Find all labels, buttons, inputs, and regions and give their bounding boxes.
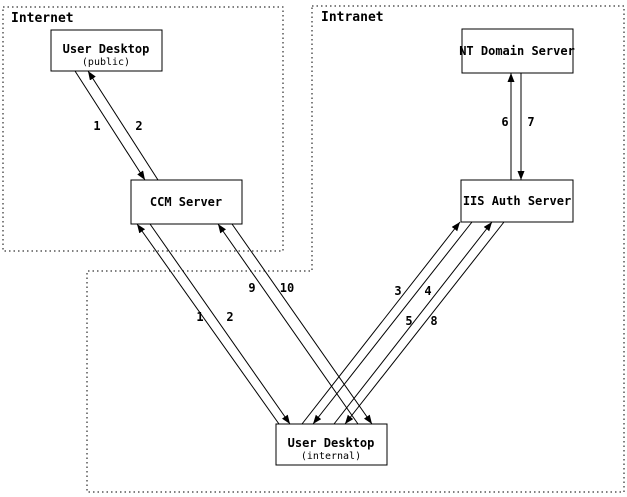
node-user-desktop-internal: User Desktop (internal) xyxy=(275,423,388,466)
edge-1-internal-to-ccm xyxy=(136,223,280,425)
edge-9-internal-to-ccm xyxy=(217,223,359,425)
internet-region-label: Internet xyxy=(11,11,74,26)
node-nt-domain-server: NT Domain Server xyxy=(459,28,575,74)
edge-label-9: 9 xyxy=(248,281,255,295)
node-user-desktop-public: User Desktop (public) xyxy=(50,29,163,72)
edge-5-internal-to-iis xyxy=(333,221,493,425)
user-desktop-public-title: User Desktop xyxy=(63,42,150,56)
edge-label-1-internal: 1 xyxy=(196,310,203,324)
edge-3-internal-to-iis xyxy=(301,221,461,425)
edge-2-ccm-to-internal xyxy=(149,223,291,425)
edge-label-1-public: 1 xyxy=(93,119,100,133)
ccm-server-title: CCM Server xyxy=(150,195,222,209)
nt-domain-server-title: NT Domain Server xyxy=(459,44,575,58)
edge-label-3: 3 xyxy=(394,284,401,298)
edge-8-iis-to-internal xyxy=(344,221,505,425)
edge-label-6: 6 xyxy=(501,115,508,129)
edge-label-4: 4 xyxy=(424,284,431,298)
edge-label-2-internal: 2 xyxy=(226,310,233,324)
edge-label-8: 8 xyxy=(430,314,437,328)
user-desktop-internal-subtitle: (internal) xyxy=(301,451,361,462)
user-desktop-internal-title: User Desktop xyxy=(288,436,375,450)
user-desktop-public-box xyxy=(50,29,163,72)
iis-auth-server-box xyxy=(460,179,574,223)
node-iis-auth-server: IIS Auth Server xyxy=(460,179,574,223)
user-desktop-internal-box xyxy=(275,423,388,466)
edge-4-iis-to-internal xyxy=(312,221,473,425)
edge-10-ccm-to-internal xyxy=(231,223,373,425)
edge-1-public-to-ccm xyxy=(74,70,146,181)
internet-region-outline xyxy=(2,6,284,252)
user-desktop-public-subtitle: (public) xyxy=(82,57,130,68)
edge-2-ccm-to-public xyxy=(87,70,159,181)
intranet-region-label: Intranet xyxy=(321,10,384,25)
edge-label-7: 7 xyxy=(527,115,534,129)
iis-auth-server-title: IIS Auth Server xyxy=(463,194,571,208)
edge-label-10: 10 xyxy=(280,281,294,295)
edge-label-5: 5 xyxy=(405,314,412,328)
edge-label-2-public: 2 xyxy=(135,119,142,133)
node-ccm-server: CCM Server xyxy=(130,179,243,225)
ccm-server-box xyxy=(130,179,243,225)
nt-domain-server-box xyxy=(461,28,574,74)
intranet-region-outline xyxy=(86,5,625,493)
